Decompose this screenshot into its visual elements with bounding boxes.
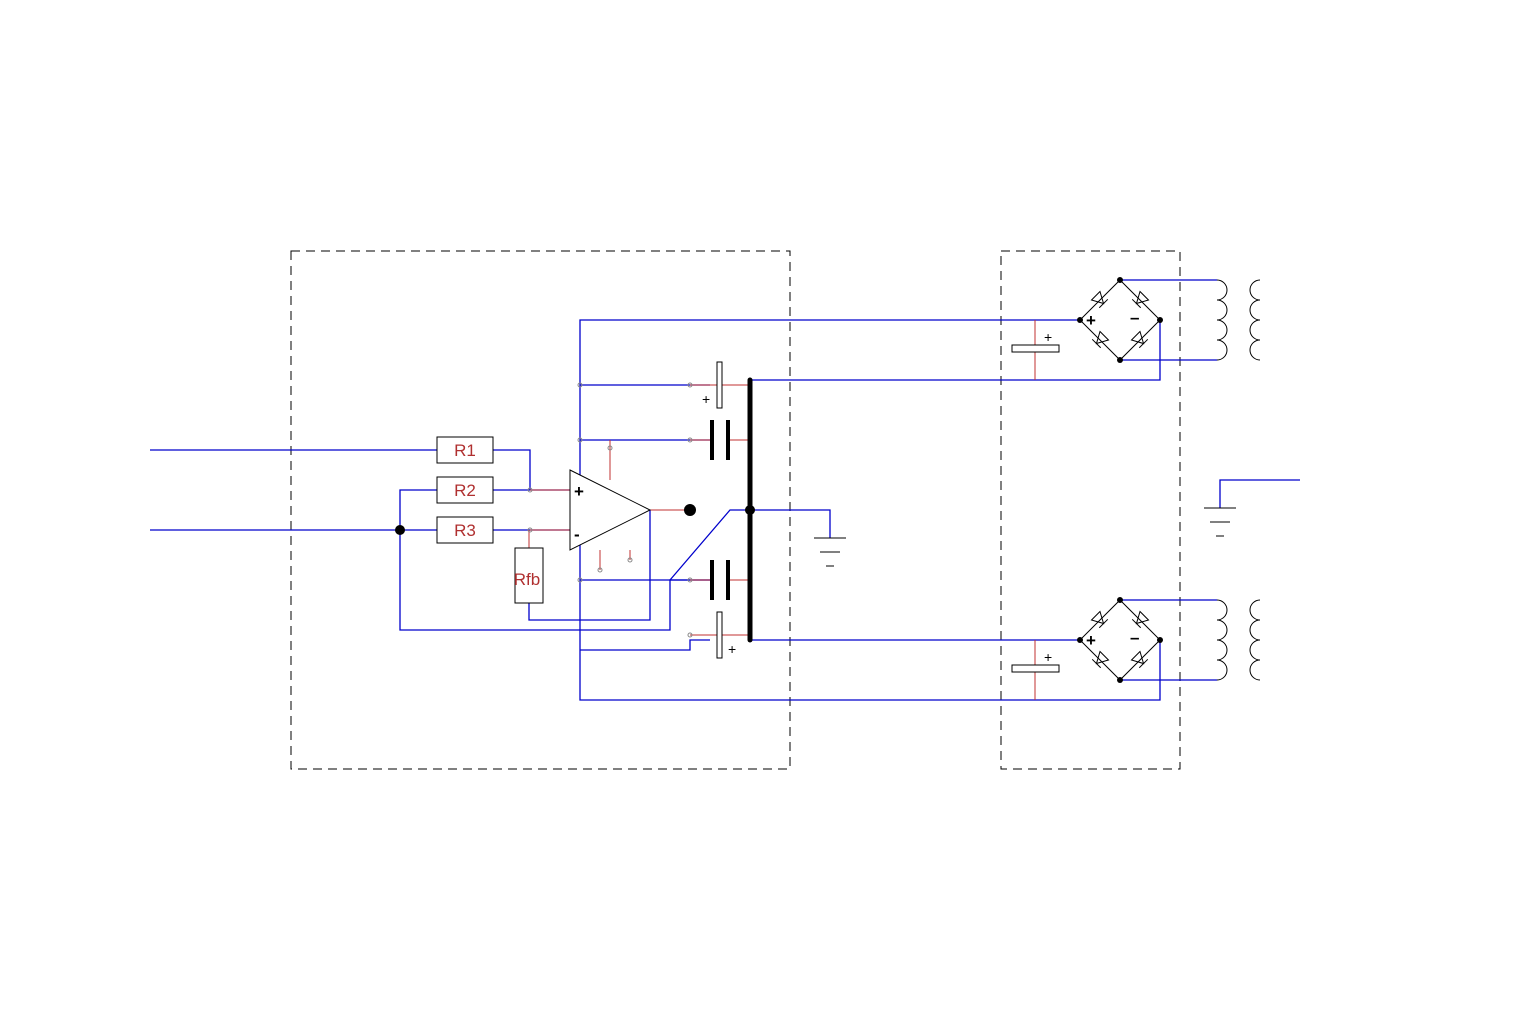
capacitor-top-polarity: + (702, 391, 710, 407)
wires (150, 279, 1300, 701)
ground-symbol-right (1204, 507, 1236, 537)
ground-symbol-center (814, 537, 846, 567)
opamp: + - (569, 469, 652, 551)
electrolytic-capacitor-bottom: + (716, 611, 736, 659)
component-leads (528, 320, 1036, 700)
resistor-rfb: Rfb (514, 547, 544, 604)
electrolytic-capacitor-top: + (702, 361, 723, 409)
power-supply-enclosure (1000, 250, 1181, 770)
transformer-top (1216, 279, 1261, 361)
bridge-rectifier-top: + – (1079, 279, 1161, 361)
opamp-minus-sign: - (574, 525, 580, 544)
bridge-bottom-plus: + (1086, 631, 1096, 650)
resistor-r2-label: R2 (454, 481, 476, 500)
capacitor-bottom (710, 560, 730, 600)
amplifier-enclosure (290, 250, 791, 770)
bridge-bottom-minus: – (1130, 628, 1139, 647)
resistor-r3-label: R3 (454, 521, 476, 540)
resistor-r1-label: R1 (454, 441, 476, 460)
opamp-plus-sign: + (574, 482, 584, 501)
reservoir-top-polarity: + (1044, 329, 1052, 345)
transformer-bottom (1216, 599, 1261, 681)
reservoir-capacitor-top: + (1011, 329, 1060, 353)
capacitor-bottom-polarity: + (728, 641, 736, 657)
resistor-r2: R2 (436, 476, 494, 504)
pin-markers (527, 382, 693, 638)
output-terminal (684, 504, 696, 516)
resistor-r3: R3 (436, 516, 494, 544)
resistor-r1: R1 (436, 436, 494, 464)
bridge-top-minus: – (1130, 308, 1139, 327)
bridge-top-plus: + (1086, 311, 1096, 330)
resistor-rfb-label: Rfb (514, 570, 540, 589)
bridge-rectifier-bottom: + – (1079, 599, 1161, 681)
reservoir-bottom-polarity: + (1044, 649, 1052, 665)
junction-dots (395, 277, 1163, 683)
reservoir-capacitor-bottom: + (1011, 649, 1060, 673)
capacitor-top (710, 420, 730, 460)
